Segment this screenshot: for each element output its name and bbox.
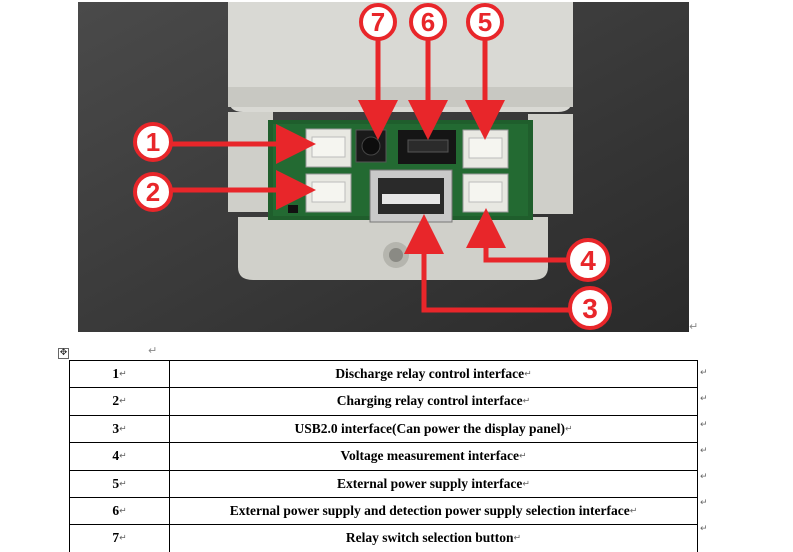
callout-5-number: 5 (478, 7, 492, 37)
paragraph-mark-above-table: ↵ (148, 344, 158, 357)
table-row: 5↵ External power supply interface↵ (69, 469, 698, 499)
callout-1-number: 1 (146, 127, 160, 157)
device-illustration: 7 6 5 1 2 4 3 (78, 2, 689, 332)
row-description-cell: External power supply interface↵ (169, 469, 698, 499)
table-row: 2↵ Charging relay control interface↵ (69, 387, 698, 416)
case-right-block (528, 114, 573, 214)
row-end-mark: ↵ (700, 524, 708, 534)
callout-5: 5 (466, 3, 504, 41)
callout-1: 1 (133, 122, 173, 162)
row-number-cell: 2↵ (69, 387, 170, 416)
row-number-cell: 4↵ (69, 442, 170, 471)
row-end-mark: ↵ (700, 394, 708, 404)
row-description-cell: USB2.0 interface(Can power the display p… (169, 414, 698, 444)
callout-4-number: 4 (580, 245, 596, 276)
callout-2: 2 (133, 172, 173, 212)
legend-table: 1↵ Discharge relay control interface↵ 2↵… (69, 359, 698, 552)
row-description-cell: Relay switch selection button↵ (169, 524, 698, 552)
row-description-cell: Charging relay control interface↵ (169, 387, 698, 416)
callout-6-number: 6 (421, 7, 435, 37)
row-end-mark: ↵ (700, 368, 708, 378)
row-number-cell: 6↵ (69, 497, 170, 526)
row-number-cell: 5↵ (69, 469, 170, 499)
row-end-mark: ↵ (700, 472, 708, 482)
row-end-mark: ↵ (700, 446, 708, 456)
callout-7: 7 (359, 3, 397, 41)
row-end-mark: ↵ (700, 498, 708, 508)
table-row: 7↵ Relay switch selection button↵ (69, 524, 698, 552)
paragraph-mark-photo: ↵ (689, 320, 699, 333)
callout-4: 4 (566, 238, 610, 282)
row-description-cell: Discharge relay control interface↵ (169, 359, 698, 389)
row-number-cell: 3↵ (69, 414, 170, 444)
row-number-cell: 1↵ (69, 359, 170, 389)
row-description-cell: External power supply and detection powe… (169, 497, 698, 526)
arrow-3 (404, 214, 573, 313)
callout-3: 3 (568, 286, 612, 330)
row-end-mark: ↵ (700, 420, 708, 430)
table-row: 6↵ External power supply and detection p… (69, 497, 698, 526)
callout-6: 6 (409, 3, 447, 41)
callout-7-number: 7 (371, 7, 385, 37)
callout-2-number: 2 (146, 177, 160, 207)
table-row: 1↵ Discharge relay control interface↵ (69, 359, 698, 389)
row-description-cell: Voltage measurement interface↵ (169, 442, 698, 471)
table-row: 4↵ Voltage measurement interface↵ (69, 442, 698, 471)
row-end-marks: ↵ ↵ ↵ ↵ ↵ ↵ ↵ (700, 360, 708, 542)
callout-3-number: 3 (582, 293, 598, 324)
table-row: 3↵ USB2.0 interface(Can power the displa… (69, 414, 698, 444)
row-number-cell: 7↵ (69, 524, 170, 552)
device-photo: 7 6 5 1 2 4 3 (78, 2, 689, 332)
arrow-4 (466, 208, 571, 263)
case-left-block (228, 112, 273, 212)
table-move-handle-icon[interactable]: ✥ (58, 348, 69, 359)
